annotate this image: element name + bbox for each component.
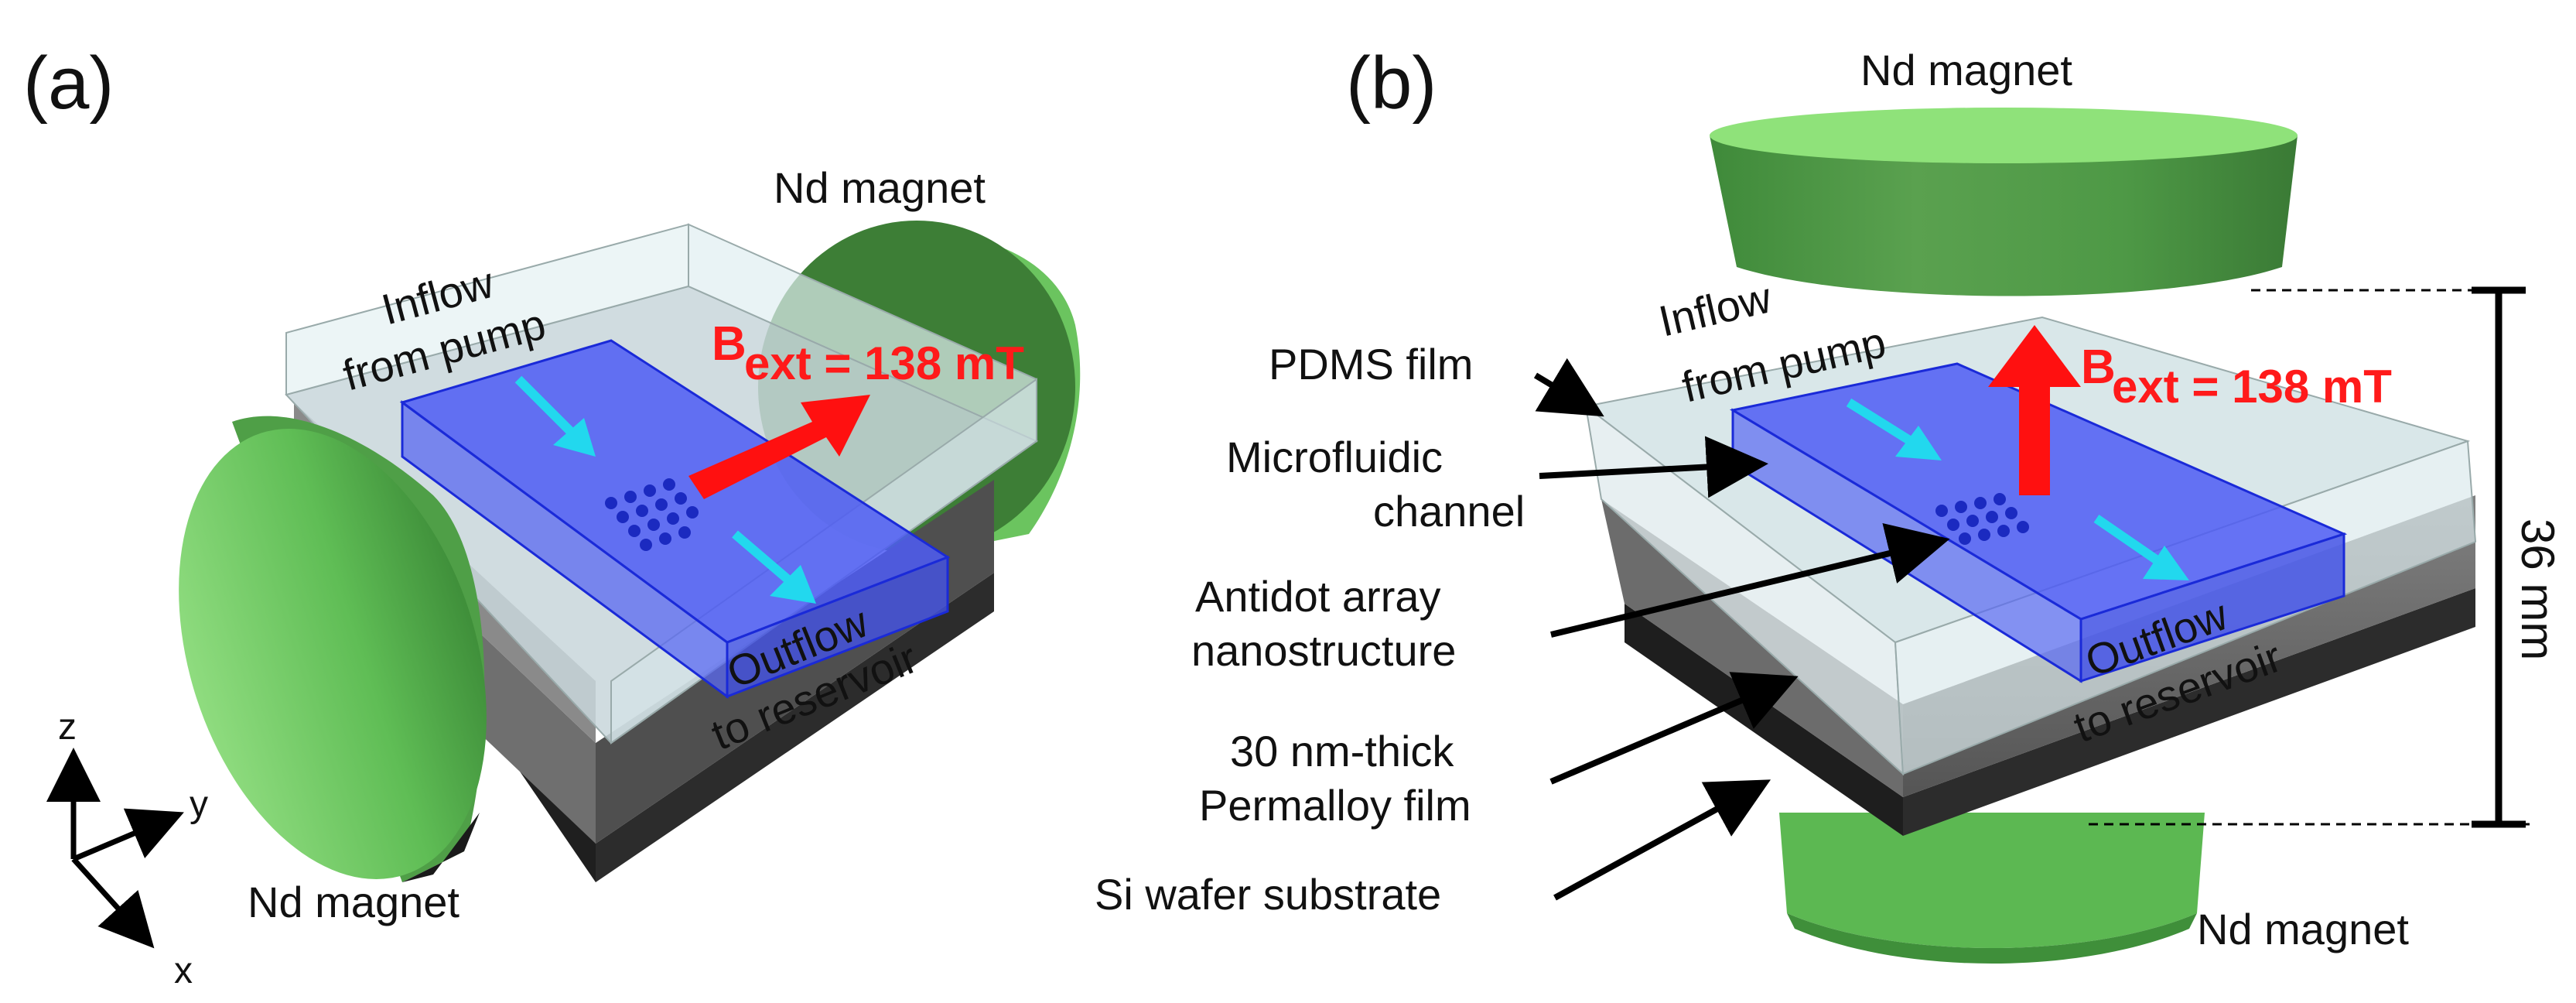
dimension-indicator [2089, 286, 2530, 828]
dimension-label: 36 mm [2512, 519, 2564, 660]
antidot-array [1935, 493, 2029, 545]
panel-a-outflow-arrow [732, 530, 816, 604]
panel-a-top-magnet-label: Nd magnet [774, 163, 986, 212]
panel-b-field-arrow [1988, 325, 2081, 495]
panel-b-field-subscript: ext = 138 mT [2112, 361, 2392, 412]
panel-a-field-subscript: ext = 138 mT [744, 337, 1024, 389]
panel-a-bottom-magnet-label: Nd magnet [248, 878, 460, 926]
panel-a-inflow-arrow [514, 375, 596, 457]
panel-a-field-arrow [688, 395, 870, 499]
panel-a-front-magnet [179, 416, 487, 882]
panel-b-outflow-arrow [2093, 515, 2189, 580]
panel-a-microfluidic-channel [399, 339, 951, 699]
callout-pdms: PDMS film [1269, 340, 1473, 389]
substrate-side [1903, 588, 2475, 836]
callout-leaders [1533, 358, 1950, 901]
callout-permalloy-line1: 30 nm-thick [1230, 727, 1454, 775]
coordinate-axes [46, 748, 184, 949]
panel-b-bottom-magnet [1779, 813, 2205, 964]
axis-x-label: x [174, 950, 193, 991]
panel-b-label: (b) [1346, 42, 1437, 125]
panel-b-top-magnet-label: Nd magnet [1860, 46, 2072, 94]
callout-substrate: Si wafer substrate [1095, 870, 1441, 919]
substrate-side [596, 573, 994, 882]
axis-y-label: y [190, 784, 208, 825]
panel-a: (a) Nd magnet [23, 42, 1081, 991]
panel-a-field-symbol: B [712, 317, 746, 371]
panel-b-top-magnet [1710, 108, 2298, 296]
panel-b: (b) Nd magnet Nd magnet [1095, 42, 2564, 964]
panel-b-bottom-magnet-label: Nd magnet [2197, 905, 2409, 953]
antidot-array [605, 478, 699, 551]
panel-b-inflow-arrow [1846, 398, 1942, 460]
callout-permalloy-line2: Permalloy film [1199, 781, 1471, 830]
callout-channel-line1: Microfluidic [1226, 433, 1443, 481]
callout-antidot-line2: nanostructure [1191, 626, 1456, 675]
callout-channel-line2: channel [1373, 487, 1525, 536]
permalloy-front [1601, 499, 1903, 797]
panel-b-field-symbol: B [2081, 341, 2116, 394]
panel-a-label: (a) [23, 42, 114, 125]
axis-z-label: z [58, 707, 77, 748]
callout-antidot-line1: Antidot array [1195, 572, 1441, 621]
panel-b-inflow-line1: Inflow [1655, 272, 1776, 345]
